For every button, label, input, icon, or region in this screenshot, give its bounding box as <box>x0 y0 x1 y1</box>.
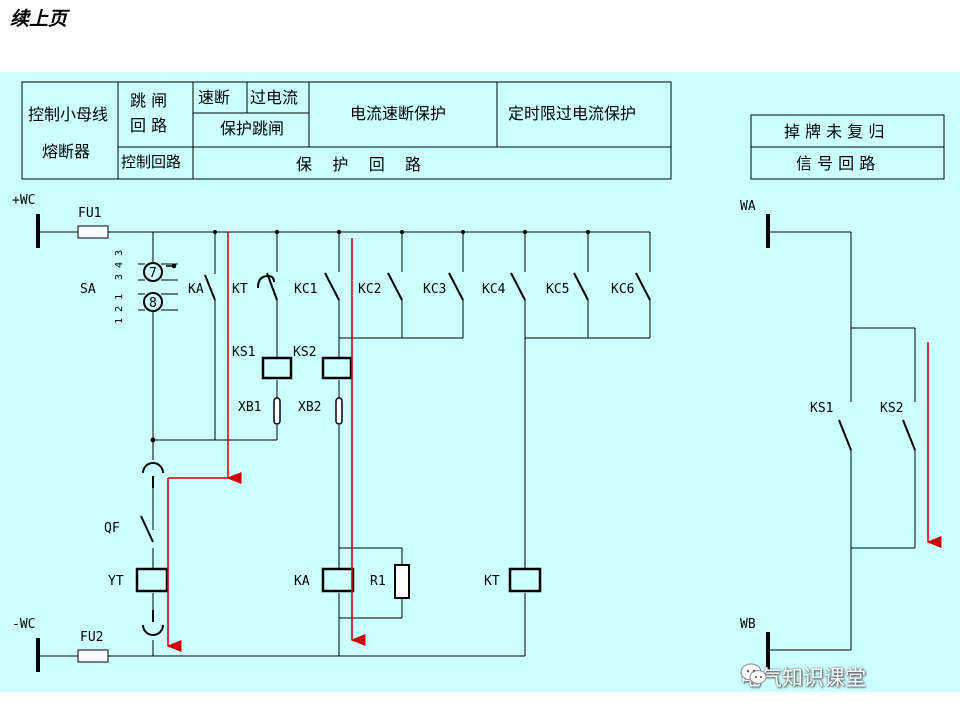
label-kt-contact: KT <box>232 282 248 297</box>
label-pos8: 8 <box>149 296 157 311</box>
coil-kt <box>508 567 542 593</box>
watermark: 电气知识课堂 <box>740 662 866 692</box>
label-kc6: KC6 <box>611 282 634 297</box>
label-kc1: KC1 <box>294 282 317 297</box>
coils <box>135 356 542 593</box>
label-sa-bot: 1 2 1 <box>114 294 125 324</box>
label-pwc: +WC <box>12 193 35 208</box>
resistor-r1 <box>394 564 410 599</box>
contact-kt <box>266 272 278 301</box>
signal-header-bottom: 信 号 回 路 <box>796 154 875 173</box>
label-ks2: KS2 <box>293 345 316 360</box>
header-col1b: 熔断器 <box>42 142 90 161</box>
contacts <box>204 272 916 451</box>
wiring <box>36 214 916 672</box>
links-xb <box>273 397 343 425</box>
label-wb: WB <box>740 617 756 632</box>
label-fu1: FU1 <box>78 206 101 221</box>
label-pos7: 7 <box>149 266 157 281</box>
fuse-fu2 <box>77 649 109 663</box>
contact-sig-ks1 <box>838 419 852 451</box>
coil-ks2 <box>321 356 353 380</box>
header-col3c: 保护跳闸 <box>220 119 284 138</box>
signal-header-top: 掉 牌 未 复 归 <box>784 122 884 141</box>
junctions <box>150 230 590 443</box>
contact-kc1 <box>324 272 340 301</box>
label-r1: R1 <box>370 574 386 589</box>
header-col2c: 控制回路 <box>121 153 181 171</box>
signal-header-table <box>750 114 945 180</box>
header-col5: 定时限过电流保护 <box>508 104 636 123</box>
header-table <box>21 81 672 180</box>
label-ka-coil: KA <box>294 574 310 589</box>
label-kc3: KC3 <box>423 282 446 297</box>
label-xb2: XB2 <box>298 400 321 415</box>
fuse-fu1 <box>77 225 109 239</box>
label-yt: YT <box>108 574 124 589</box>
contact-ka <box>204 274 216 301</box>
header-col4: 电流速断保护 <box>350 104 446 123</box>
contact-kc4 <box>510 272 526 301</box>
label-kc4: KC4 <box>482 282 506 297</box>
label-ks1: KS1 <box>232 345 255 360</box>
label-nwc: -WC <box>12 617 35 632</box>
label-xb1: XB1 <box>238 400 261 415</box>
contact-kc5 <box>573 272 589 301</box>
label-qf: QF <box>104 521 120 536</box>
header-col1: 控制小母线 <box>28 105 108 124</box>
diagram-canvas: 控制小母线 熔断器 跳 闸 回 路 控制回路 速断 过电流 保护跳闸 电流速断保… <box>0 72 960 692</box>
label-sa-top: 3 4 3 <box>114 250 125 280</box>
coil-ka <box>321 567 355 593</box>
header-col2a: 跳 闸 <box>130 91 167 110</box>
label-fu2: FU2 <box>80 630 103 645</box>
label-ka-contact: KA <box>188 282 204 297</box>
header-col3b: 过电流 <box>250 88 298 107</box>
label-kt-coil: KT <box>484 574 500 589</box>
label-sig-ks2: KS2 <box>880 401 903 416</box>
contact-kc6 <box>635 272 651 301</box>
contact-kc3 <box>448 272 464 301</box>
current-flow-arrows <box>166 232 942 652</box>
header-span: 保 护 回 路 <box>296 155 421 174</box>
qf-contact <box>140 462 164 636</box>
contact-kc2 <box>387 272 403 301</box>
coil-yt <box>135 567 169 593</box>
header-col2b: 回 路 <box>130 116 167 135</box>
chat-bubbles-icon <box>740 663 767 684</box>
contact-sig-ks2 <box>902 419 916 451</box>
label-kc2: KC2 <box>358 282 381 297</box>
coil-ks1 <box>261 356 293 380</box>
label-sig-ks1: KS1 <box>810 401 833 416</box>
circuit-diagram: 控制小母线 熔断器 跳 闸 回 路 控制回路 速断 过电流 保护跳闸 电流速断保… <box>12 81 945 672</box>
label-wa: WA <box>740 199 756 214</box>
header-col3a: 速断 <box>198 88 230 107</box>
label-sa: SA <box>80 282 96 297</box>
kt-delay-mark <box>257 274 275 289</box>
page-title: 续上页 <box>10 8 68 30</box>
switch-sa <box>138 262 178 312</box>
label-kc5: KC5 <box>546 282 569 297</box>
